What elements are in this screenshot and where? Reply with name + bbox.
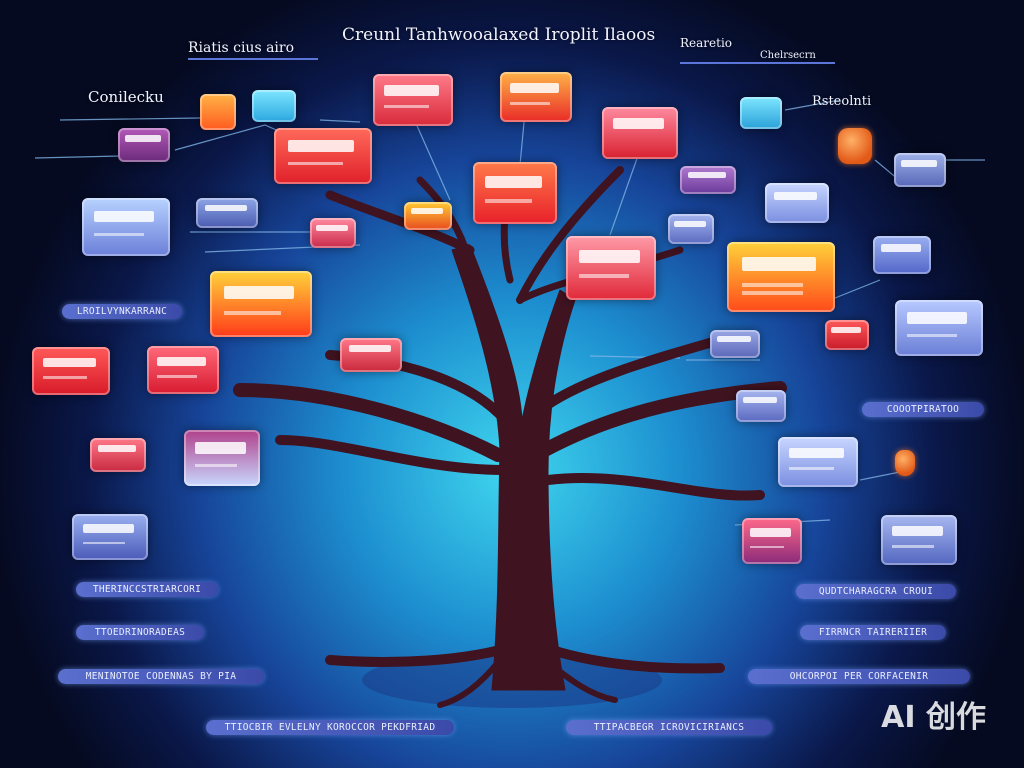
right-label: Rsteolnti bbox=[812, 94, 872, 109]
card bbox=[373, 74, 453, 126]
top-left-label: Riatis cius airo bbox=[188, 40, 295, 56]
card bbox=[90, 438, 146, 472]
card bbox=[72, 514, 148, 560]
card bbox=[500, 72, 572, 122]
lightbulb-icon bbox=[838, 128, 872, 164]
card bbox=[873, 236, 931, 274]
card bbox=[602, 107, 678, 159]
card bbox=[742, 518, 802, 564]
right-pill-1: COOOTPIRATOO bbox=[862, 402, 984, 417]
bottom-pill-2: TTIPACBEGR ICROVICIRIANCS bbox=[566, 720, 772, 735]
bottom-pill-1: TTIOCBIR EVLELNY KOROCCOR PEKDFRIAD bbox=[206, 720, 454, 735]
card bbox=[184, 430, 260, 486]
card bbox=[210, 271, 312, 337]
left-pill-2: THERINCCSTRIARCORI bbox=[76, 582, 218, 597]
left-label: Conilecku bbox=[88, 88, 164, 106]
card bbox=[32, 347, 110, 395]
right-pill-4: OHCORPOI PER CORFACENIR bbox=[748, 669, 970, 684]
card bbox=[668, 214, 714, 244]
card bbox=[710, 330, 760, 358]
card bbox=[82, 198, 170, 256]
card bbox=[310, 218, 356, 248]
right-pill-3: FIRRNCR TAIRERIIER bbox=[800, 625, 946, 640]
card bbox=[736, 390, 786, 422]
card bbox=[473, 162, 557, 224]
left-pill-4: MENINOTOE CODENNAS BY PIA bbox=[58, 669, 264, 684]
card bbox=[778, 437, 858, 487]
top-right-underline bbox=[680, 62, 835, 64]
top-left-underline bbox=[188, 58, 318, 60]
card bbox=[118, 128, 170, 162]
card bbox=[765, 183, 829, 223]
card bbox=[680, 166, 736, 194]
card bbox=[881, 515, 957, 565]
right-pill-2: QUDTCHARAGCRA CROUI bbox=[796, 584, 956, 599]
card bbox=[895, 300, 983, 356]
card bbox=[566, 236, 656, 300]
card bbox=[274, 128, 372, 184]
lightbulb-icon bbox=[895, 450, 915, 476]
card bbox=[196, 198, 258, 228]
card bbox=[147, 346, 219, 394]
top-right-label: Rearetio bbox=[680, 36, 733, 50]
top-right-sub: Chelrsecrn bbox=[760, 50, 816, 61]
card bbox=[252, 90, 296, 122]
card bbox=[894, 153, 946, 187]
left-pill-3: TTOEDRINORADEAS bbox=[76, 625, 204, 640]
card bbox=[404, 202, 452, 230]
card bbox=[825, 320, 869, 350]
card bbox=[200, 94, 236, 130]
diagram-title: Creunl Tanhwooalaxed Iroplit Ilaoos bbox=[342, 25, 656, 45]
card bbox=[727, 242, 835, 312]
card bbox=[340, 338, 402, 372]
card bbox=[740, 97, 782, 129]
left-pill-1: LROILVYNKARRANC bbox=[62, 304, 182, 319]
ai-watermark: AI 创作 bbox=[881, 700, 986, 735]
